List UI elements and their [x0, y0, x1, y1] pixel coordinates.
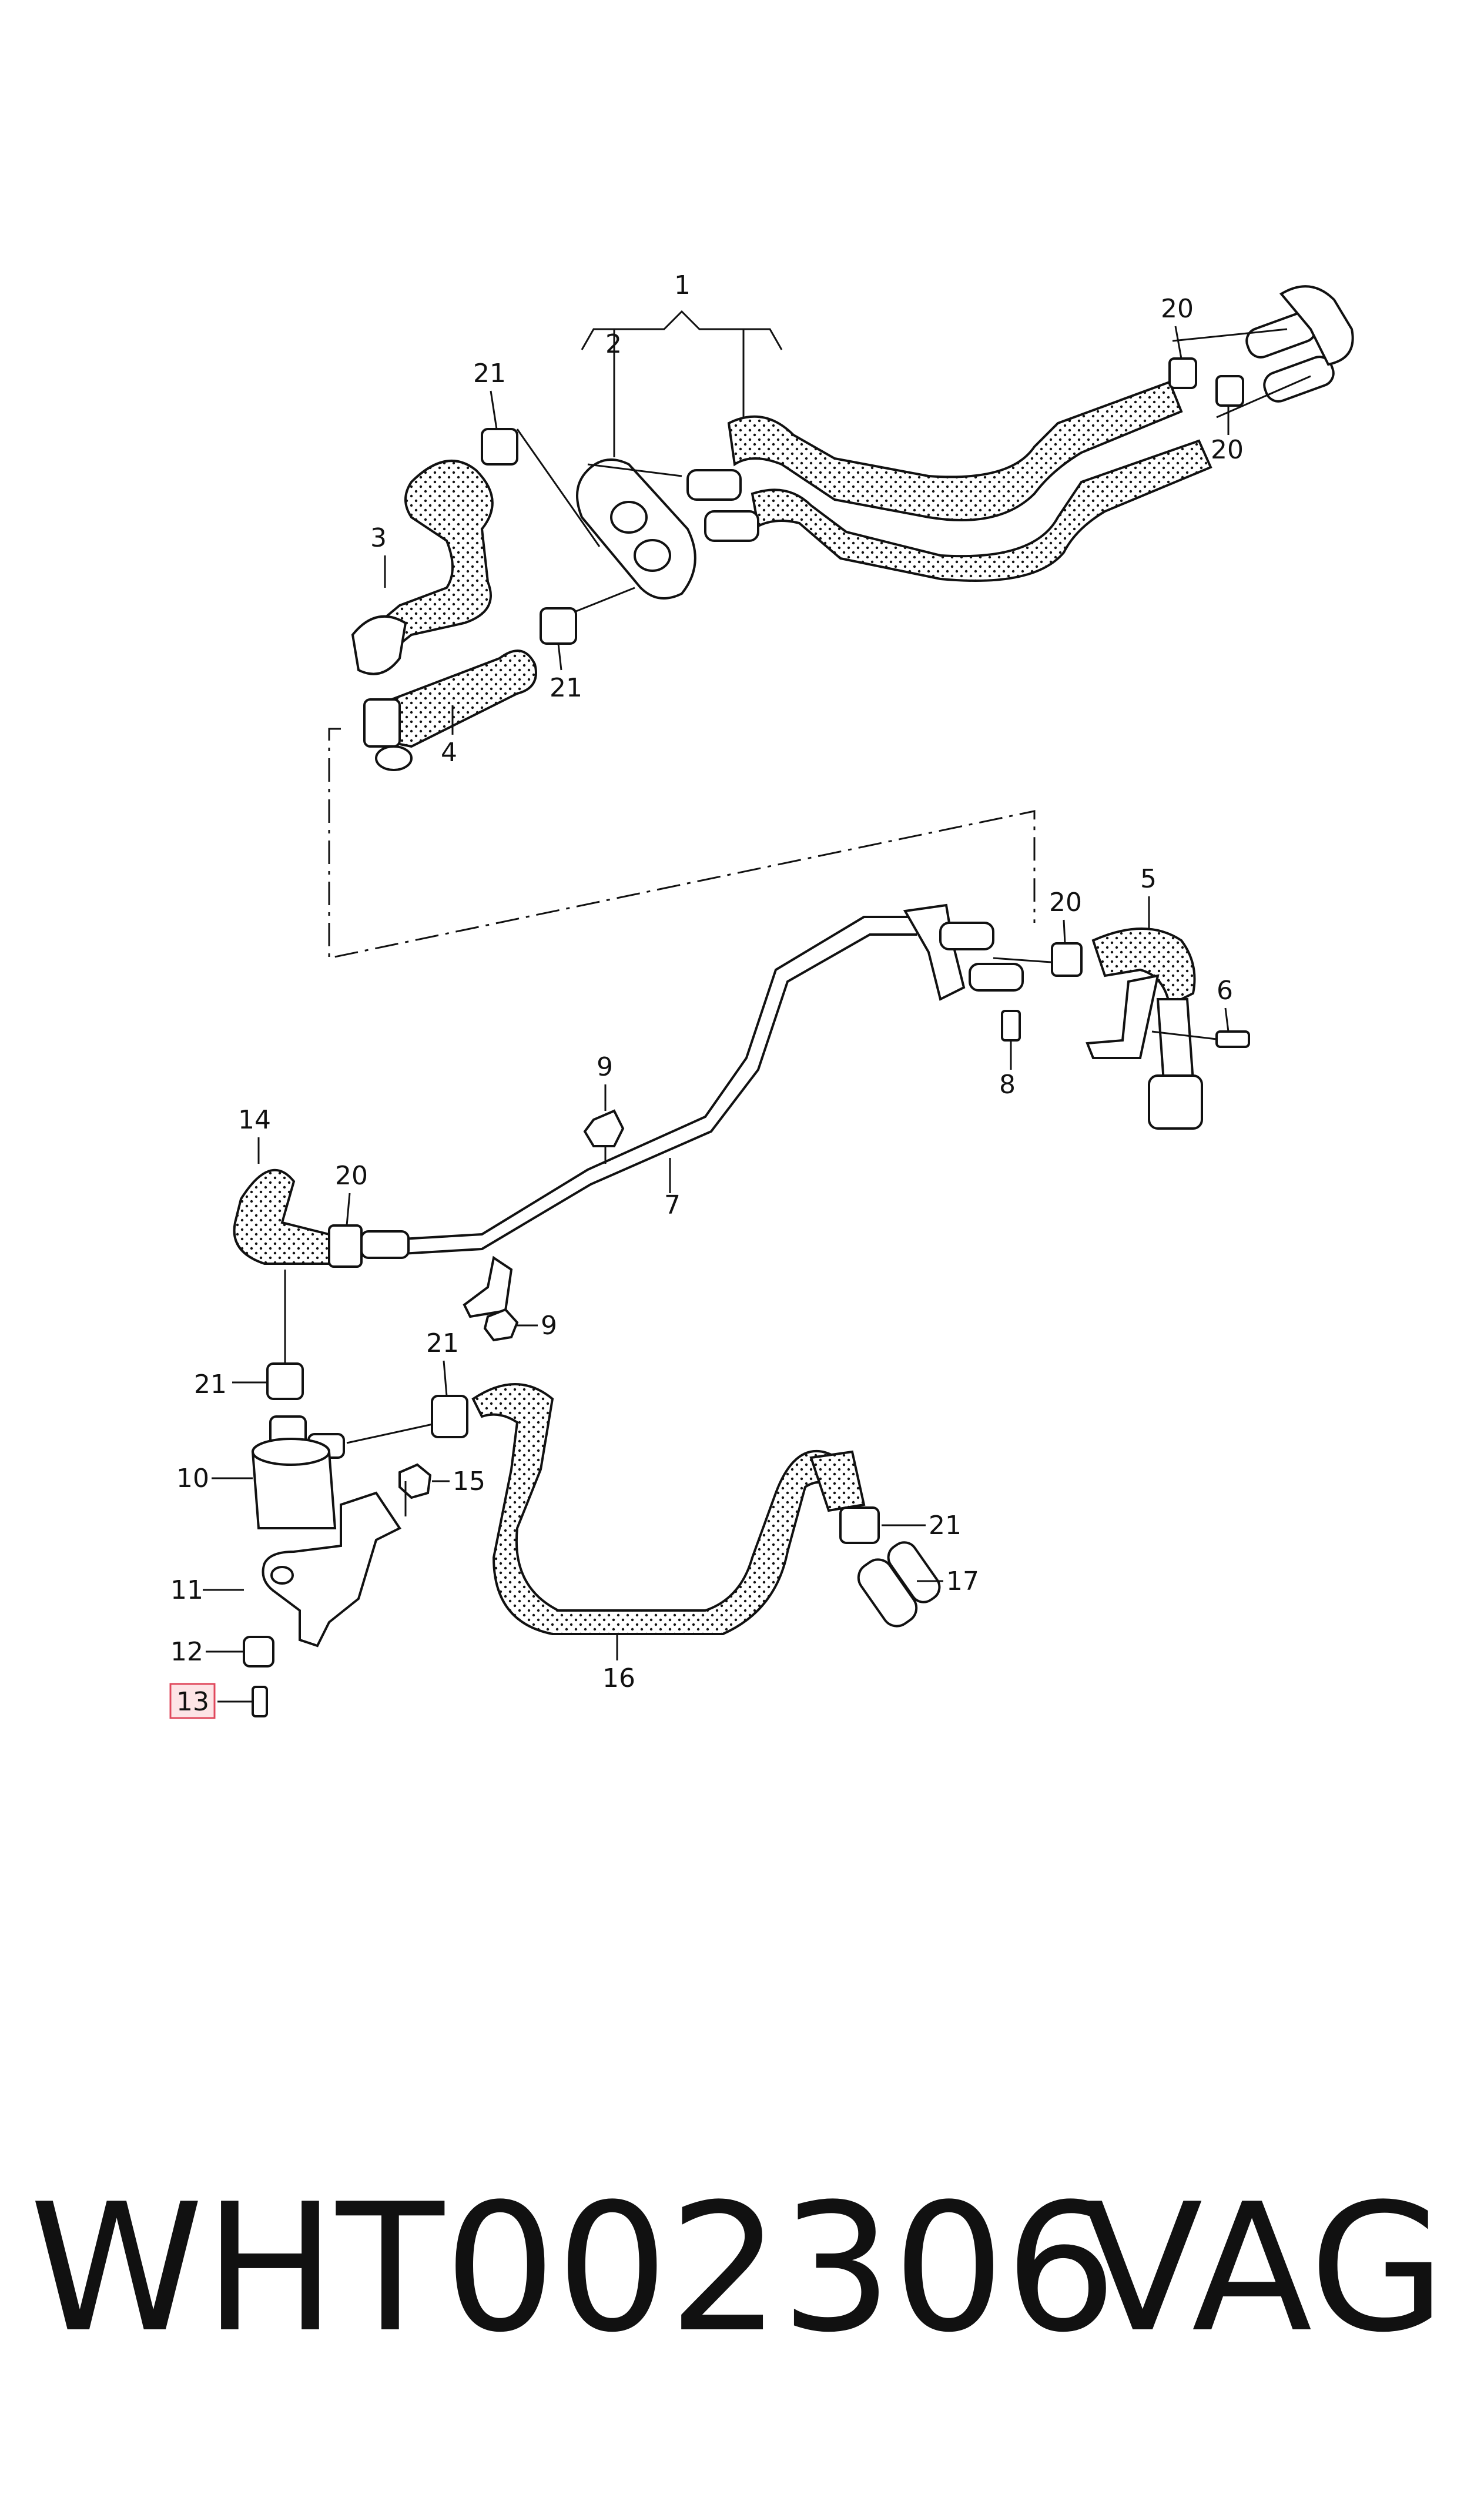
link-line-upper [328, 728, 1036, 959]
callout-21-pump[interactable]: 21 [194, 1369, 227, 1399]
hose-14[interactable] [233, 1168, 330, 1265]
callout-7[interactable]: 7 [664, 1190, 681, 1220]
bolt-8 [1001, 1010, 1021, 1042]
pump-top [252, 1438, 330, 1466]
callout-2[interactable]: 2 [605, 329, 622, 359]
grommet-12 [243, 1636, 274, 1667]
clamp-4-ring [375, 745, 413, 771]
highlight-box-13 [169, 1683, 216, 1719]
clamp-20-upper-a [1168, 357, 1197, 389]
hose-3[interactable] [363, 460, 494, 660]
connector-17-b [887, 1541, 941, 1603]
bracket-6 [1086, 974, 1160, 1059]
callout-16[interactable]: 16 [602, 1663, 635, 1693]
callout-9-upper[interactable]: 9 [597, 1052, 613, 1082]
hose-16-end [809, 1450, 866, 1512]
footer: WHT002306 VAG [29, 2175, 1458, 2363]
hose-5-end [1148, 1074, 1203, 1130]
pipe-end-b [969, 963, 1024, 992]
bracket-11[interactable] [262, 1491, 401, 1648]
callout-9-lower[interactable]: 9 [541, 1311, 557, 1341]
connector-cap [1279, 285, 1354, 366]
callout-5[interactable]: 5 [1140, 864, 1157, 894]
clamp-20-right [1051, 942, 1083, 977]
bracket-11-hole [270, 1566, 294, 1585]
clamp-21-right [839, 1506, 880, 1544]
screw-13 [252, 1686, 268, 1717]
nut-9-lower [483, 1308, 519, 1342]
pipe-7-end [360, 1230, 410, 1259]
hose-1-lower[interactable] [751, 439, 1212, 582]
bracket-upper-pipe [903, 903, 966, 1001]
callout-8[interactable]: 8 [999, 1070, 1016, 1100]
pipe-7-bracket [463, 1255, 513, 1318]
brand-name: VAG [1082, 2166, 1446, 2371]
callout-14[interactable]: 14 [238, 1105, 271, 1135]
stub-b [704, 510, 759, 542]
hose-4[interactable] [374, 649, 537, 748]
callout-6[interactable]: 6 [1217, 976, 1233, 1006]
nut-15 [398, 1463, 432, 1499]
pipe-end-a [939, 922, 994, 950]
seal-plate-hole-a [610, 501, 648, 534]
callout-21-right[interactable]: 21 [929, 1511, 962, 1541]
callout-11[interactable]: 11 [170, 1575, 203, 1605]
stub-a [686, 469, 742, 501]
callout-1[interactable]: 1 [674, 270, 691, 300]
callout-13[interactable]: 13 [176, 1687, 209, 1717]
bracket-1 [581, 310, 783, 350]
hose-5-outlet [1156, 998, 1195, 1083]
callout-21-mid[interactable]: 21 [550, 673, 582, 703]
nut-9-upper [583, 1109, 625, 1147]
connector-upper-right-b [1263, 356, 1335, 403]
callout-20-left[interactable]: 20 [335, 1161, 368, 1191]
callout-21-center[interactable]: 21 [426, 1328, 459, 1358]
callout-20-upper-a[interactable]: 20 [1161, 294, 1194, 324]
clamp-20-left [328, 1224, 363, 1268]
clamp-21-pump [266, 1362, 304, 1400]
hose-3-end [351, 615, 407, 675]
callout-17[interactable]: 17 [946, 1566, 979, 1596]
callout-20-upper-b[interactable]: 20 [1211, 435, 1244, 465]
clamp-20-upper-b [1215, 375, 1244, 407]
hose-1-upper[interactable] [727, 380, 1183, 521]
bolt-6 [1215, 1030, 1250, 1048]
callout-4[interactable]: 4 [441, 738, 457, 768]
part-number: WHT002306 [29, 2166, 1117, 2371]
callout-15[interactable]: 15 [453, 1466, 485, 1496]
callout-21-top[interactable]: 21 [473, 359, 506, 389]
clamp-4 [363, 698, 401, 748]
callout-12[interactable]: 12 [170, 1637, 203, 1667]
seal-plate-hole-b [634, 539, 671, 572]
callout-20-right[interactable]: 20 [1049, 888, 1082, 918]
clamp-21-center [431, 1395, 468, 1438]
pipe-7[interactable] [381, 916, 917, 1241]
clamp-21-mid [540, 607, 577, 645]
callout-3[interactable]: 3 [370, 523, 387, 553]
clamp-21-top [481, 428, 518, 466]
callout-10[interactable]: 10 [176, 1464, 209, 1494]
hose-16[interactable] [471, 1383, 854, 1635]
